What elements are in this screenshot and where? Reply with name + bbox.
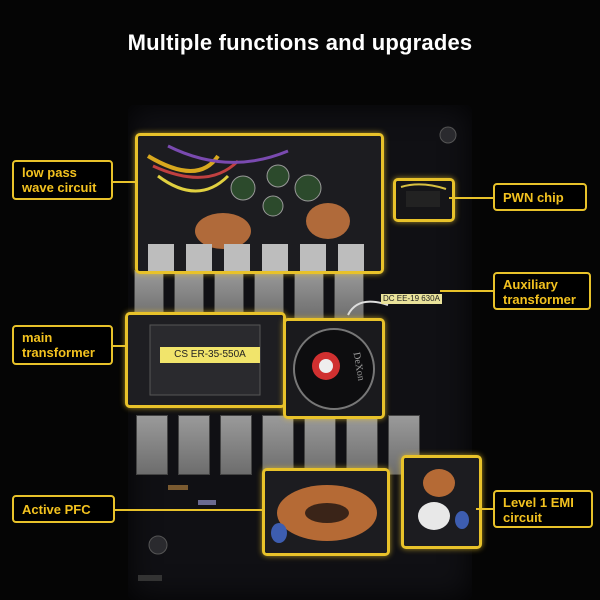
heatsink-fin	[220, 415, 252, 475]
heatsink-fin	[134, 270, 164, 320]
label-level-1-emi-circuit: Level 1 EMI circuit	[493, 490, 593, 528]
label-pwn-chip: PWN chip	[493, 183, 587, 211]
pwn-chip-highlight	[393, 178, 455, 222]
label-main-line2: transformer	[22, 345, 95, 360]
leader-pwn-chip	[449, 197, 493, 199]
heatsink-fin	[178, 415, 210, 475]
label-low-pass-wave-circuit: low pass wave circuit	[12, 160, 113, 200]
label-main-transformer: main transformer	[12, 325, 113, 365]
aux-transformer-sticker: DC EE-19 630A	[381, 294, 442, 304]
heatsink-fin	[136, 415, 168, 475]
label-pwn-chip-text: PWN chip	[503, 190, 564, 205]
bulk-capacitor-image	[286, 321, 382, 416]
leader-active-pfc	[115, 509, 262, 511]
label-auxiliary-transformer: Auxiliary transformer	[493, 272, 591, 310]
low-pass-circuit-highlight	[135, 133, 384, 274]
page-title: Multiple functions and upgrades	[127, 30, 473, 55]
emi-circuit-highlight	[401, 455, 482, 549]
pwn-chip-image	[396, 181, 452, 219]
leader-main	[113, 345, 125, 347]
diode	[138, 575, 162, 581]
emi-circuit-image	[404, 458, 479, 546]
label-active-pfc-text: Active PFC	[22, 502, 91, 517]
low-pass-circuit-image	[138, 136, 381, 271]
bulk-capacitor-highlight: DeXon	[283, 318, 385, 419]
main-transformer-highlight: CS ER-35-550A	[125, 312, 286, 408]
label-low-pass-line1: low pass	[22, 165, 77, 180]
leader-aux	[440, 290, 493, 292]
leader-low-pass	[113, 181, 135, 183]
heatsink-fin	[214, 270, 244, 320]
label-aux-line2: transformer	[503, 292, 576, 307]
heatsink-fin	[346, 415, 378, 475]
screw-hole	[148, 535, 168, 555]
heatsink-row-lower	[128, 415, 472, 475]
screw-hole	[439, 126, 457, 144]
resistor	[198, 500, 216, 505]
label-main-line1: main	[22, 330, 53, 345]
label-emi-line1: Level 1 EMI	[503, 495, 574, 510]
main-transformer-sticker: CS ER-35-550A	[160, 347, 260, 363]
resistor	[168, 485, 188, 490]
label-active-pfc: Active PFC	[12, 495, 115, 523]
leader-emi	[476, 508, 493, 510]
heatsink-fin	[254, 270, 284, 320]
label-aux-line1: Auxiliary	[503, 277, 558, 292]
label-emi-line2: circuit	[503, 510, 543, 525]
label-low-pass-line2: wave circuit	[22, 180, 97, 195]
active-pfc-image	[265, 471, 387, 553]
active-pfc-highlight	[262, 468, 390, 556]
